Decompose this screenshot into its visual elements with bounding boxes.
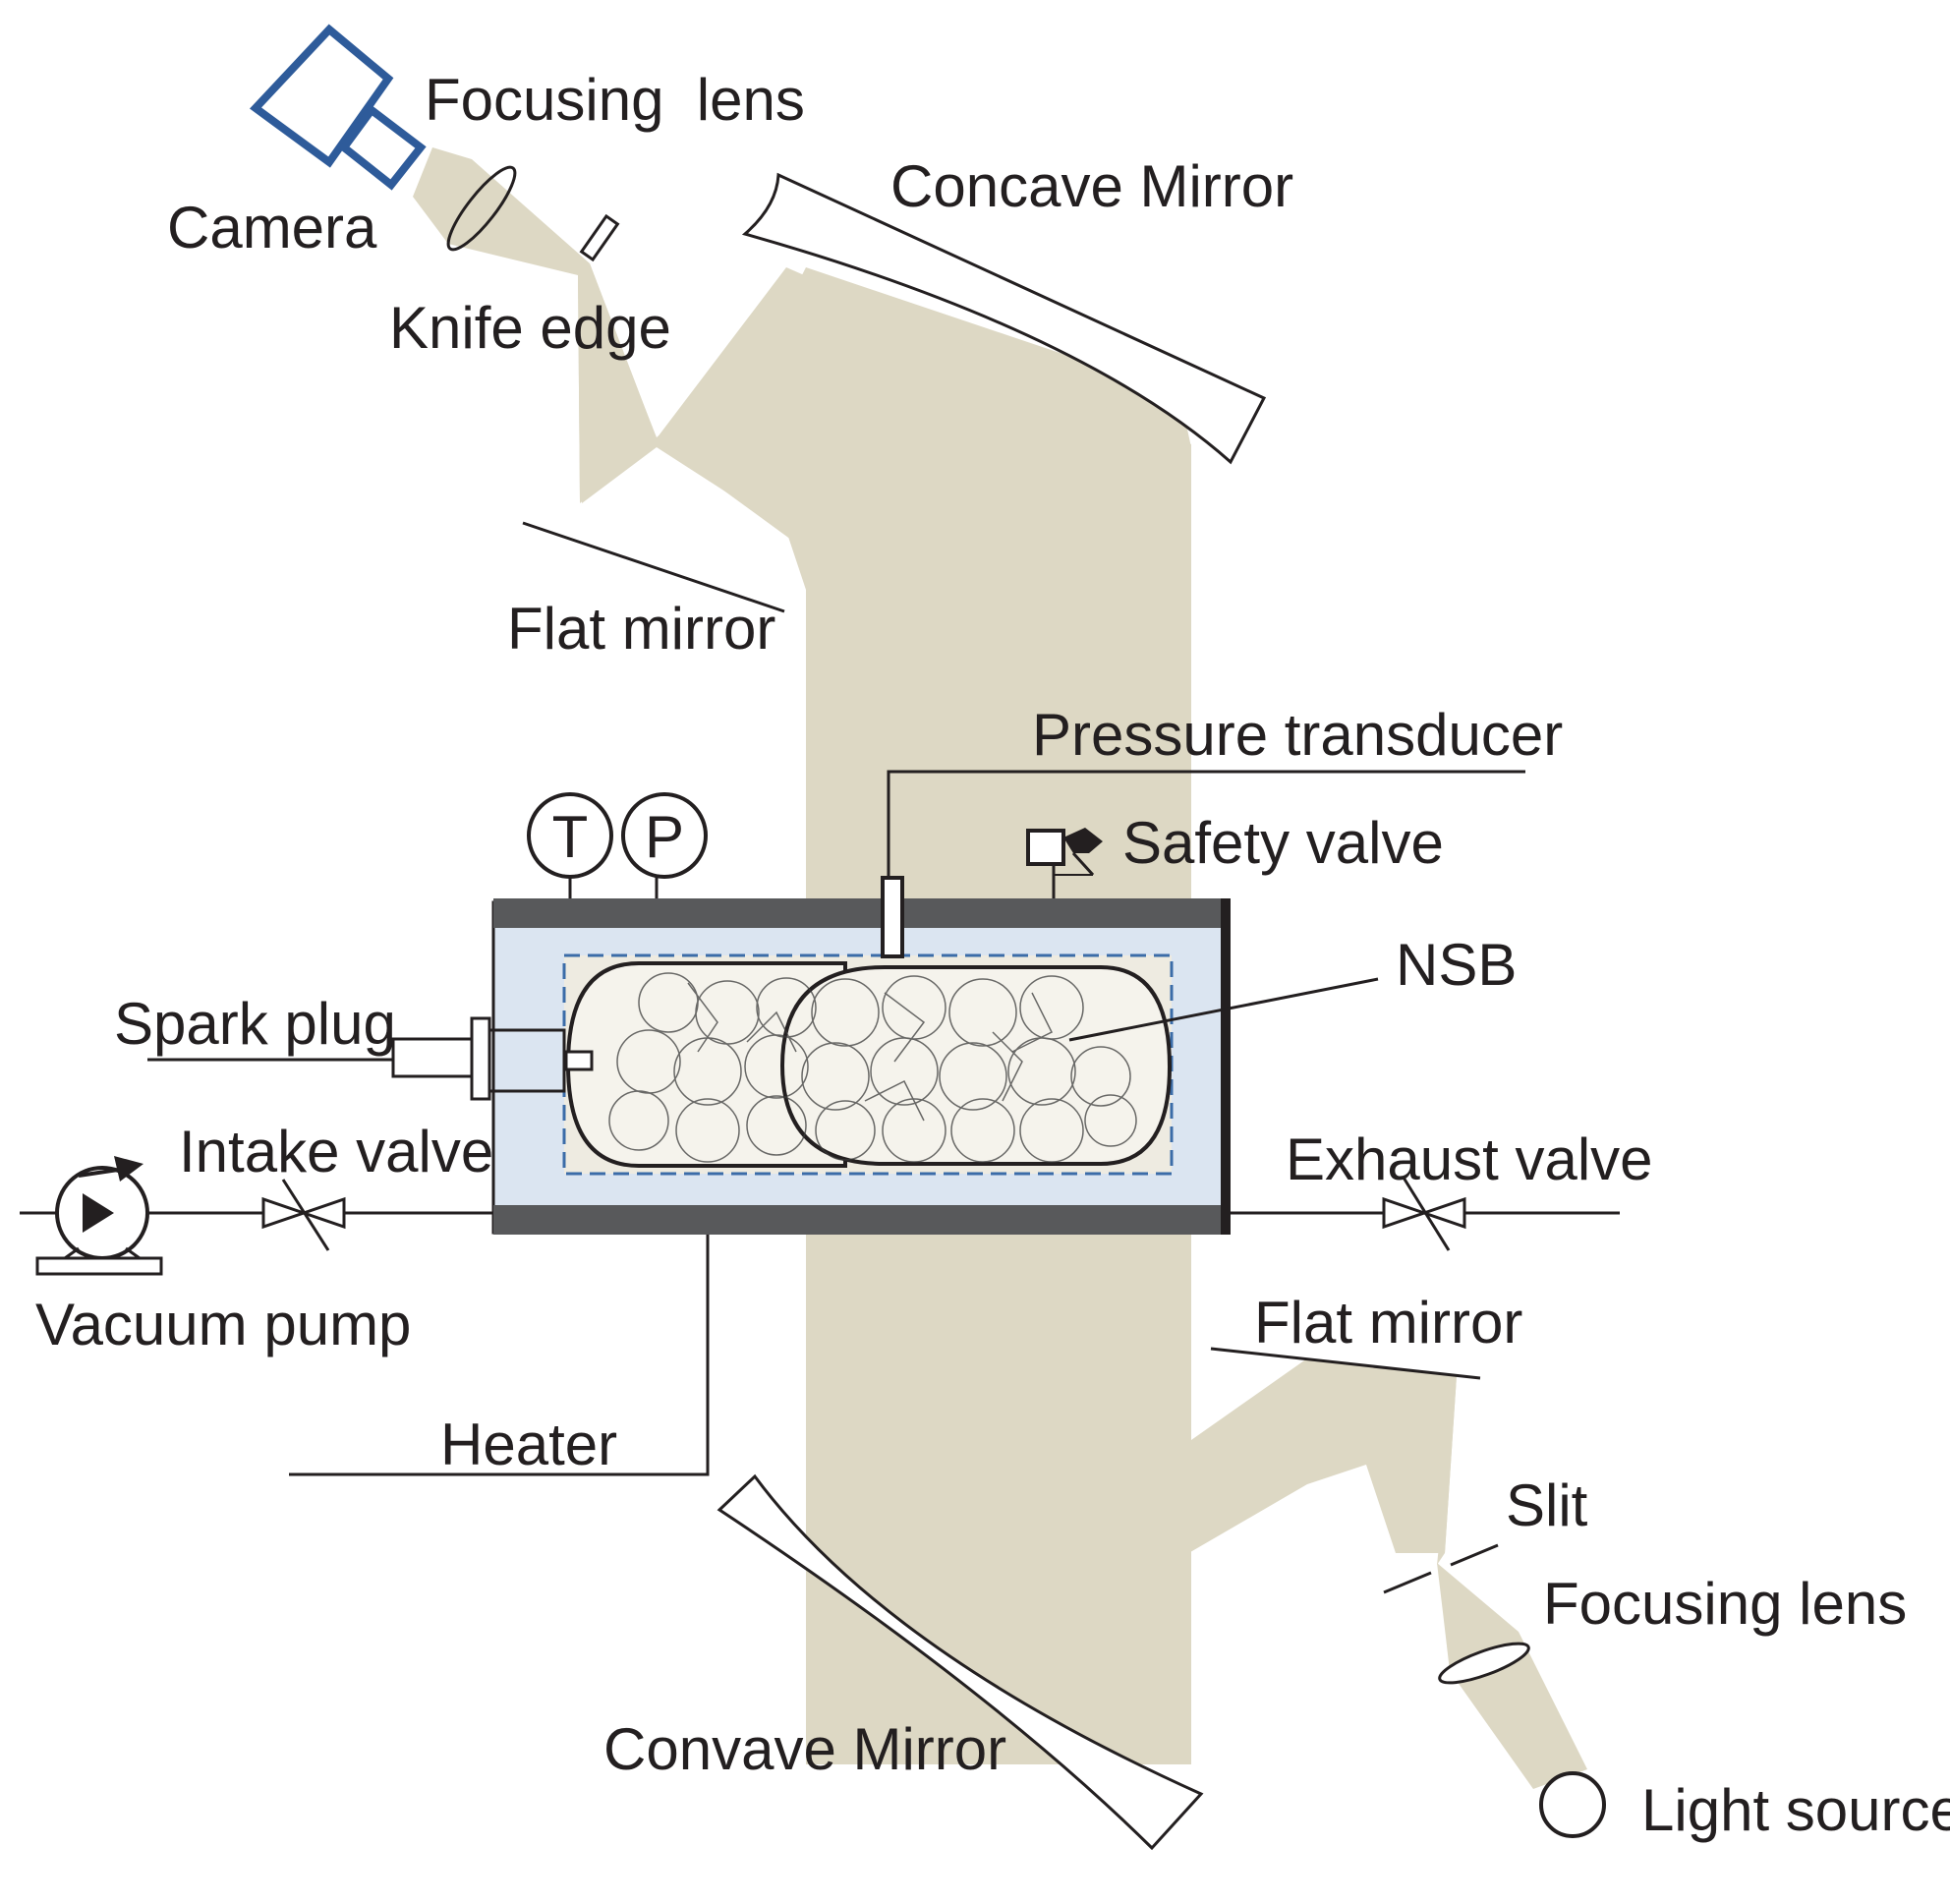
slit-icon [1383,1543,1499,1594]
label-focusing-lens-bottom: Focusing lens [1543,1571,1907,1637]
nsb-capsule-right [779,965,1173,1166]
label-slit: Slit [1506,1472,1588,1538]
label-pressure-transducer: Pressure transducer [1032,702,1563,768]
heater-line [289,1235,710,1476]
gauge-t-label: T [552,804,589,870]
exhaust-valve-icon [1382,1177,1466,1251]
pressure-transducer-icon [881,770,1525,958]
nsb-leader-line [1068,977,1379,1042]
beam-to-camera [413,147,590,275]
convave-mirror-bottom-icon [717,1473,1204,1851]
camera-icon [249,24,427,191]
pressure-gauge [621,792,708,898]
label-flat-mirror-top: Flat mirror [507,596,775,662]
focusing-lens-top-icon [446,165,517,252]
label-spark-plug: Spark plug [114,991,396,1057]
temperature-gauge [527,792,613,898]
chamber-top-wall [493,898,1231,928]
label-camera: Camera [167,195,377,260]
label-intake-valve: Intake valve [179,1119,493,1184]
label-knife-edge: Knife edge [389,295,671,361]
safety-valve-icon [1026,828,1103,898]
gauge-p-label: P [645,804,684,870]
focusing-lens-bottom-icon [1438,1642,1530,1685]
light-source-icon [1539,1771,1606,1838]
knife-edge-icon [579,213,620,262]
label-light-source: Light source [1641,1777,1950,1843]
beam-to-slit [1437,1376,1457,1565]
chamber-bottom-wall [493,1205,1231,1235]
combustion-chamber [491,898,1379,1235]
concave-mirror-top-icon [741,172,1267,465]
label-exhaust-valve: Exhaust valve [1286,1126,1653,1192]
flat-mirror-top-icon [522,521,785,613]
label-safety-valve: Safety valve [1122,810,1444,876]
spark-plug-icon [147,1016,594,1101]
label-heater: Heater [440,1412,617,1477]
flat-mirror-bottom-icon [1210,1347,1481,1380]
vacuum-pump-icon [35,1156,163,1276]
intake-valve-icon [261,1179,346,1251]
beam-lower-column [806,1229,1457,1764]
label-vacuum-pump: Vacuum pump [35,1292,411,1357]
label-nsb: NSB [1396,932,1517,998]
label-concave-mirror-top: Concave Mirror [890,153,1293,219]
label-flat-mirror-bottom: Flat mirror [1254,1290,1522,1356]
label-focusing-lens-top: Focusing lens [425,67,805,133]
nsb-foam-texture [608,972,1137,1163]
label-convave-mirror-bottom: Convave Mirror [603,1716,1006,1782]
chamber-right-wall [1221,898,1231,1235]
beam-to-knife-edge [578,263,657,503]
beam-to-light-source [1437,1563,1587,1789]
